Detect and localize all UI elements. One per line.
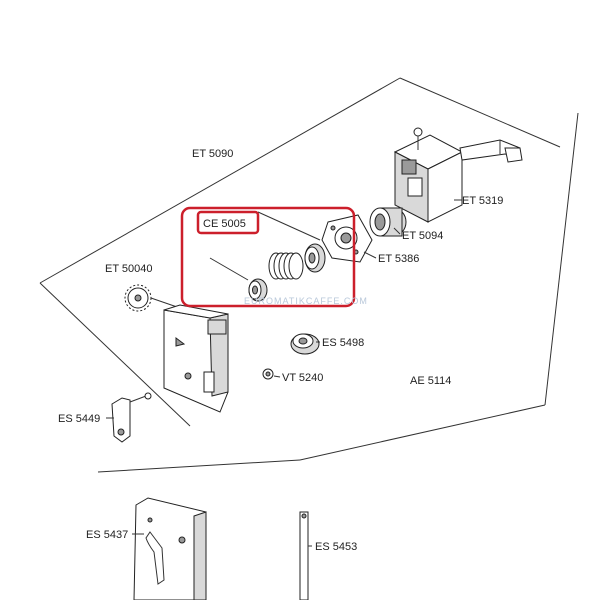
label-et5319: ET 5319: [462, 195, 503, 207]
label-et50040: ET 50040: [105, 263, 153, 275]
label-et5090: ET 5090: [192, 148, 233, 160]
part-et50040-gear: [124, 284, 181, 312]
spring-coil: [268, 252, 304, 280]
label-ce5005: CE 5005: [203, 218, 246, 230]
highlight-box-ce5005-group: [180, 206, 356, 308]
part-et5386: [321, 214, 373, 263]
part-et5319-assembly: [393, 127, 523, 223]
part-motor-housing: [163, 304, 229, 413]
label-es5449: ES 5449: [58, 413, 100, 425]
part-es5498: [290, 333, 320, 355]
label-ae5114: AE 5114: [410, 375, 451, 387]
watermark-text: EUROMATIKCAFFE.COM: [244, 296, 368, 306]
part-et5094: [369, 207, 407, 237]
leader-lines: [106, 199, 462, 547]
part-es5437: [133, 497, 207, 600]
part-es5453: [299, 511, 309, 600]
label-et5094: ET 5094: [402, 230, 443, 242]
label-es5453: ES 5453: [315, 541, 357, 553]
label-et5386: ET 5386: [378, 253, 419, 265]
part-ce5005-group: [209, 211, 326, 302]
label-vt5240: VT 5240: [282, 372, 323, 384]
assembly-frame: [39, 77, 579, 473]
label-es5437: ES 5437: [86, 529, 128, 541]
highlight-box-ce5005-label: [196, 210, 260, 235]
label-es5498: ES 5498: [322, 337, 364, 349]
part-es5449: [111, 392, 152, 443]
part-vt5240: [262, 368, 274, 380]
